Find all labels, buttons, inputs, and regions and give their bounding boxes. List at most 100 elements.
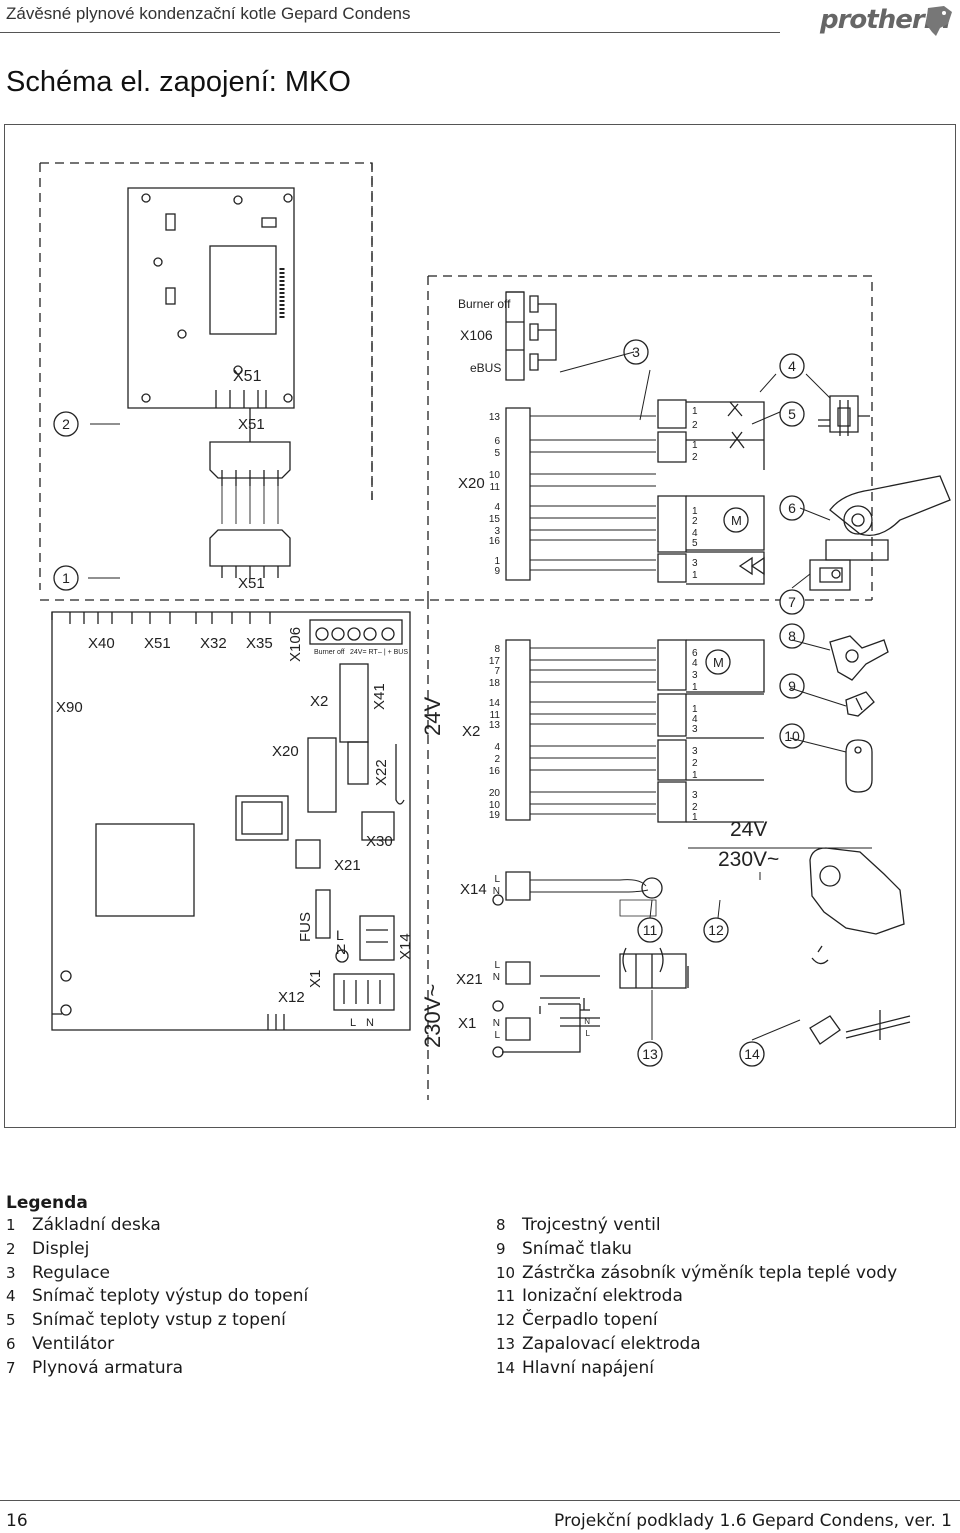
- legend-label: Čerpadlo topení: [522, 1310, 658, 1331]
- device-pin-ign: 1: [692, 812, 698, 823]
- temperature-sensors-icon: [818, 395, 870, 436]
- pins-x1: NL: [493, 1018, 501, 1041]
- cable-x51-label-lower: X51: [238, 575, 265, 592]
- diverter-valve-icon: [829, 635, 889, 681]
- device-plugs: [619, 399, 765, 917]
- device-pin-press: 4: [692, 714, 698, 725]
- block-x106: X106: [460, 327, 493, 343]
- conn-x20: X20: [272, 743, 299, 760]
- device-pin-fan: 5: [692, 538, 698, 549]
- callout-number: 1: [62, 570, 70, 586]
- callout-number: 4: [788, 358, 796, 374]
- callout-circle: [703, 917, 729, 943]
- pin-label-x20: 11: [490, 482, 501, 493]
- legend-label: Snímač tlaku: [522, 1238, 632, 1259]
- pin-label-x1: L: [494, 1030, 500, 1041]
- block-x21: X21: [456, 971, 483, 988]
- legend-number: 10: [496, 1263, 516, 1282]
- pin-label-x20: 4: [494, 502, 500, 513]
- display-x51-label: X51: [233, 368, 262, 385]
- conn-x21: X21: [334, 857, 361, 874]
- callout-circle: [779, 589, 805, 615]
- device-pin-ign: 2: [692, 802, 698, 813]
- callout-number: 13: [642, 1046, 658, 1062]
- wiring-diagram-frame: [4, 124, 956, 1128]
- legend-label: Zapalovací elektroda: [522, 1333, 701, 1354]
- device-pin-valve: 4: [692, 658, 698, 669]
- conn-x40: X40: [88, 635, 115, 652]
- page-title: Schéma el. zapojení: MKO: [6, 66, 351, 98]
- pin-label-x2: 2: [494, 754, 500, 765]
- connector-blocks: [492, 291, 600, 1058]
- page-number: 16: [6, 1511, 28, 1531]
- callout-number: 7: [788, 594, 796, 610]
- device-pin-press: 1: [692, 704, 698, 715]
- legend-number: 3: [6, 1263, 16, 1282]
- pin-label-x20: 1: [494, 556, 500, 567]
- block-x14: X14: [460, 881, 487, 898]
- callout-circle: [779, 723, 805, 749]
- pin-label-x1-far: L: [586, 1029, 591, 1038]
- callout-number: 11: [643, 922, 658, 938]
- pin-label-x2: 10: [489, 800, 501, 811]
- device-pin-s4: 2: [692, 420, 698, 431]
- conn-fus: FUS: [297, 912, 314, 942]
- device-pin-s5: 2: [692, 452, 698, 463]
- callout-circle: [637, 1041, 663, 1067]
- block-x20: X20: [458, 475, 485, 492]
- voltage-230v-right: 230V~: [718, 848, 779, 871]
- device-pin-valve: 1: [692, 682, 698, 693]
- callout-number: 14: [744, 1046, 760, 1062]
- callout-circle: [53, 565, 79, 591]
- callout-number: 10: [784, 728, 800, 744]
- legend-heading: Legenda: [6, 1193, 88, 1213]
- block-x2: X2: [462, 723, 480, 740]
- callout-circle: [779, 401, 805, 427]
- pin-label-x20: 5: [494, 448, 500, 459]
- pin-label-x2: 4: [494, 742, 500, 753]
- callout-circle: [739, 1041, 765, 1067]
- footer-divider: [0, 1500, 960, 1501]
- callout-circle: [623, 339, 649, 365]
- term-l2: L: [350, 1017, 356, 1029]
- pin-label-x2: 11: [490, 710, 501, 721]
- gas-valve-icon: [809, 559, 851, 591]
- pin-label-x20: 15: [489, 514, 501, 525]
- legend-number: 4: [6, 1287, 16, 1306]
- device-pin-fan: 1: [692, 506, 698, 517]
- pin-label-x20: 13: [489, 412, 501, 423]
- device-pin-dhw: 2: [692, 758, 698, 769]
- device-pin-fan: 4: [692, 528, 698, 539]
- pin-label-x20: 3: [494, 526, 500, 537]
- conn-x106: X106: [287, 627, 304, 662]
- pin-label-x2: 16: [489, 766, 501, 777]
- term-n2: N: [366, 1017, 374, 1029]
- device-pin-dhw: 3: [692, 746, 698, 757]
- pin-label-x20: 16: [489, 536, 501, 547]
- pin-label-x21: N: [493, 972, 500, 983]
- callout-number: 2: [62, 416, 70, 432]
- pin-label-x2: 17: [489, 656, 501, 667]
- pin-label-x2: 14: [489, 698, 501, 709]
- device-pin-gas: 1: [692, 570, 698, 581]
- conn-x22: X22: [373, 759, 390, 786]
- device-pin-gas: 3: [692, 558, 698, 569]
- legend-number: 6: [6, 1334, 16, 1353]
- device-pin-press: 3: [692, 724, 698, 735]
- pin-label-x21: L: [494, 960, 500, 971]
- fan-icon: [825, 475, 951, 561]
- legend-number: 7: [6, 1358, 16, 1377]
